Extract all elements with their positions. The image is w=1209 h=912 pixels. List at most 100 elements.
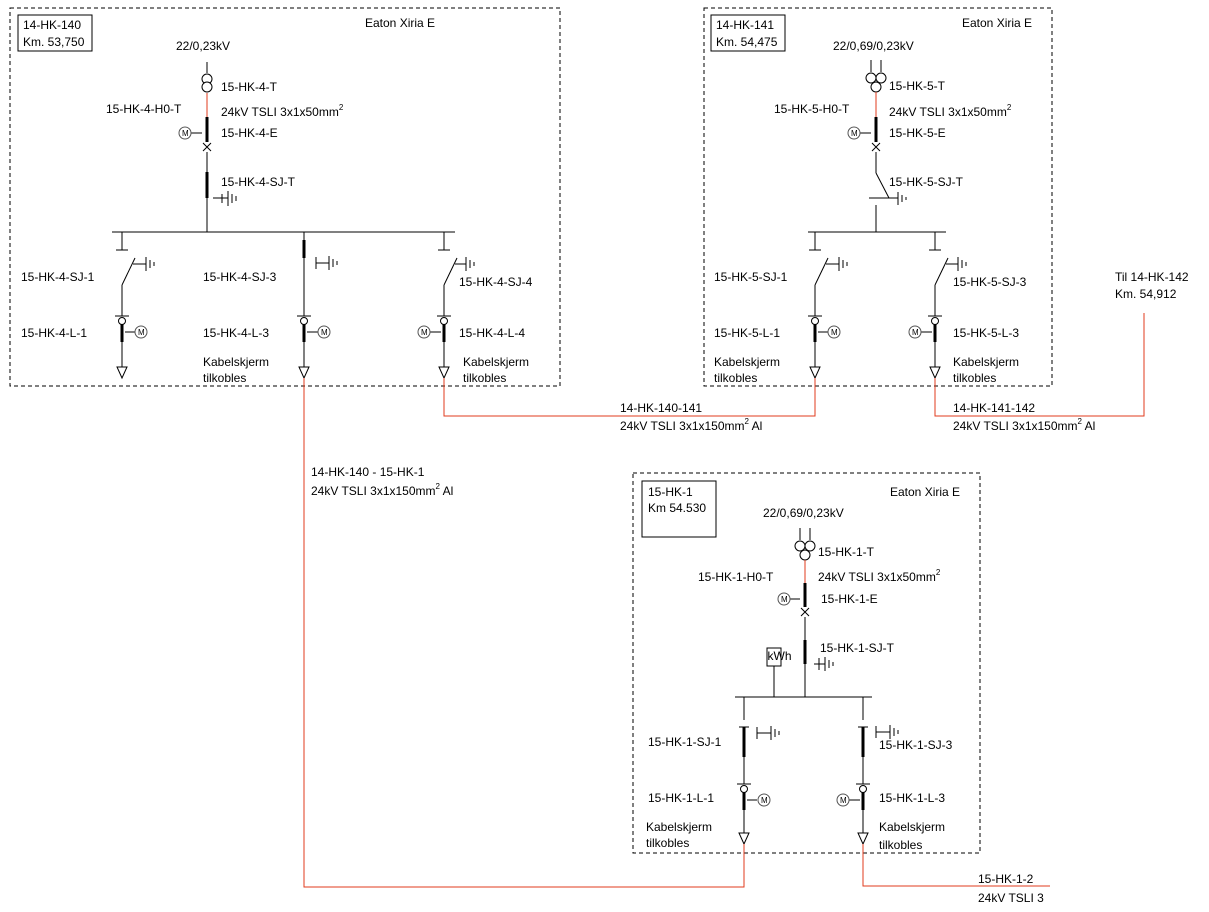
cable-termination-icon — [440, 317, 448, 325]
transformer-cable-label: 24kV TSLI 3x1x50mm2 — [221, 103, 344, 119]
earth-switch-icon — [455, 257, 475, 271]
motor-operator-icon — [134, 325, 148, 339]
earth-switch-icon — [946, 257, 967, 271]
svg-text:M: M — [851, 129, 858, 138]
cable-termination-icon — [118, 317, 126, 325]
svg-text:M: M — [421, 328, 428, 337]
note-tilkobles: tilkobles — [879, 838, 922, 852]
station-boundary — [703, 7, 1053, 387]
earth-switch-icon — [756, 726, 780, 740]
ho-label: 15-HK-1-H0-T — [698, 570, 774, 584]
disconnector-label: 15-HK-1-SJ-T — [820, 641, 895, 655]
cable-spec: 24kV TSLI 3x1x150mm2 Al — [311, 482, 453, 498]
motor-operator-icon — [317, 325, 331, 339]
note-kabelskjerm: Kabelskjerm — [953, 355, 1019, 369]
note-kabelskjerm: Kabelskjerm — [714, 355, 780, 369]
feeder-label: 15-HK-5-L-3 — [953, 326, 1019, 340]
feeder-label: 15-HK-1-L-3 — [879, 791, 945, 805]
cable-spec: 24kV TSLI 3x1x150mm2 Al — [953, 417, 1095, 433]
station-14-hk-140: 14-HK-140 Km. 53,750 Eaton Xiria E 22/0,… — [9, 7, 561, 387]
earth-switch-icon — [213, 191, 237, 206]
cable-14-hk-140-141: 14-HK-140-141 24kV TSLI 3x1x150mm2 Al — [443, 378, 816, 433]
station-boundary — [632, 472, 981, 854]
breaker-x-icon — [202, 142, 212, 152]
station-id-box — [710, 14, 786, 52]
breaker-label: 15-HK-1-E — [821, 592, 878, 606]
station-id-box — [641, 480, 717, 538]
svg-text:M: M — [761, 796, 768, 805]
feeder-switch-label: 15-HK-4-SJ-4 — [459, 275, 533, 289]
earth-switch-icon — [889, 192, 907, 205]
switchgear-vendor: Eaton Xiria E — [962, 16, 1032, 30]
transformer-label: 15-HK-4-T — [221, 80, 278, 94]
motor-operator-icon — [178, 126, 192, 140]
motor-operator-icon — [847, 126, 861, 140]
cable-15-hk-1-2: 15-HK-1-2 24kV TSLI 3 — [862, 844, 1050, 905]
cable-end-icon — [116, 366, 128, 380]
motor-operator-icon — [417, 325, 431, 339]
external-destination: Til 14-HK-142 Km. 54,912 — [1115, 270, 1189, 301]
svg-text:M: M — [781, 595, 788, 604]
transformer-winding-icon — [799, 549, 811, 561]
destination-km: Km. 54,912 — [1115, 287, 1177, 301]
note-kabelskjerm: Kabelskjerm — [463, 355, 529, 369]
cable-name: 14-HK-140-141 — [620, 401, 702, 415]
transformer-cable-label: 24kV TSLI 3x1x50mm2 — [818, 568, 941, 584]
station-id: 15-HK-1 — [648, 485, 693, 499]
transformer-winding-icon — [201, 81, 213, 93]
cable-end-icon — [809, 366, 821, 380]
station-boundary — [9, 7, 561, 387]
station-id-box — [17, 14, 93, 52]
note-kabelskjerm: Kabelskjerm — [646, 820, 712, 834]
cable-termination-icon — [740, 785, 748, 793]
disconnector-open-icon — [875, 172, 890, 199]
cable-spec: 24kV TSLI 3x1x150mm2 Al — [620, 417, 762, 433]
motor-operator-icon — [777, 592, 791, 606]
note-tilkobles: tilkobles — [953, 371, 996, 385]
station-15-hk-1: 15-HK-1 Km 54.530 Eaton Xiria E 22/0,69/… — [632, 472, 981, 854]
cable-termination-icon — [300, 317, 308, 325]
note-kabelskjerm: Kabelskjerm — [203, 355, 269, 369]
svg-text:M: M — [182, 129, 189, 138]
cable-14-hk-141-142: 14-HK-141-142 24kV TSLI 3x1x150mm2 Al — [934, 313, 1145, 433]
transformer-winding-icon — [870, 81, 882, 93]
svg-text:M: M — [912, 328, 919, 337]
note-tilkobles: tilkobles — [714, 371, 757, 385]
breaker-x-icon — [871, 142, 881, 152]
transformer-voltage: 22/0,69/0,23kV — [833, 39, 914, 53]
feeder-label: 15-HK-4-L-1 — [21, 326, 87, 340]
cable-termination-icon — [859, 785, 867, 793]
feeder-label: 15-HK-5-L-1 — [714, 326, 780, 340]
motor-operator-icon — [908, 325, 922, 339]
feeder-switch-label: 15-HK-1-SJ-1 — [648, 735, 722, 749]
earth-switch-icon — [826, 257, 848, 271]
switchgear-vendor: Eaton Xiria E — [365, 16, 435, 30]
transformer-voltage: 22/0,69/0,23kV — [763, 506, 844, 520]
transformer-cable-label: 24kV TSLI 3x1x50mm2 — [889, 103, 1012, 119]
station-id: 14-HK-140 — [23, 18, 81, 32]
cable-end-icon — [929, 366, 941, 380]
feeder-switch-label: 15-HK-5-SJ-3 — [953, 275, 1027, 289]
svg-text:M: M — [831, 328, 838, 337]
transformer-label: 15-HK-5-T — [889, 79, 946, 93]
feeder-switch-label: 15-HK-1-SJ-3 — [879, 738, 953, 752]
ho-label: 15-HK-4-H0-T — [106, 102, 182, 116]
disconnector-open-icon — [121, 257, 136, 286]
disconnector-label: 15-HK-4-SJ-T — [221, 175, 296, 189]
transformer-winding-icon — [804, 540, 816, 552]
svg-text:M: M — [138, 328, 145, 337]
destination-label: Til 14-HK-142 — [1115, 270, 1189, 284]
cable-name: 15-HK-1-2 — [978, 872, 1034, 886]
transformer-winding-icon — [875, 72, 887, 84]
ho-label: 15-HK-5-H0-T — [774, 102, 850, 116]
station-km: Km. 54,475 — [716, 35, 778, 49]
transformer-winding-icon — [865, 72, 877, 84]
transformer-label: 15-HK-1-T — [818, 545, 875, 559]
cable-termination-icon — [811, 317, 819, 325]
disconnector-open-icon — [934, 257, 949, 286]
station-id: 14-HK-141 — [716, 18, 774, 32]
feeder-label: 15-HK-1-L-1 — [648, 791, 714, 805]
switchgear-vendor: Eaton Xiria E — [890, 485, 960, 499]
note-tilkobles: tilkobles — [463, 371, 506, 385]
